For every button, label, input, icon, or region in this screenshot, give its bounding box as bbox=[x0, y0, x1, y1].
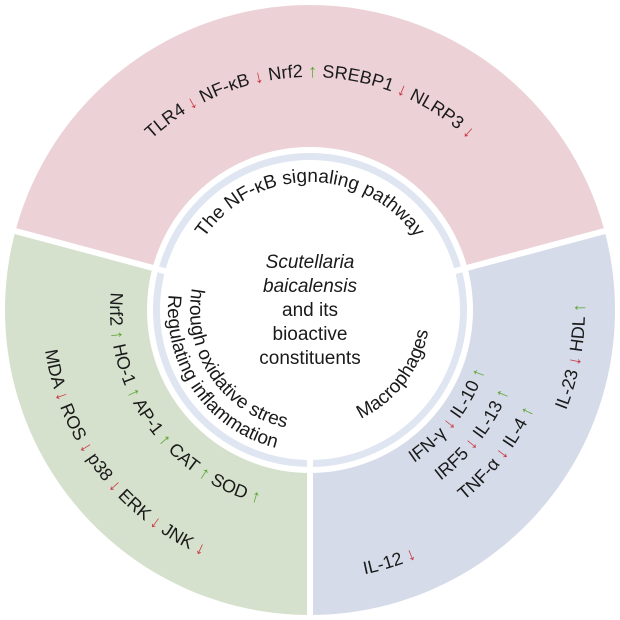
center-line-2: baicalensis bbox=[263, 276, 357, 297]
up-arrow-icon: ↑ bbox=[107, 329, 128, 341]
center-circle-group: Scutellaria baicalensis and its bioactiv… bbox=[160, 160, 460, 460]
up-arrow-icon: ↑ bbox=[308, 61, 317, 81]
down-arrow-icon: ↓ bbox=[252, 66, 265, 87]
outer-sector-oxidative bbox=[5, 231, 311, 616]
up-arrow-icon: ↑ bbox=[569, 303, 589, 312]
outer-ring bbox=[5, 4, 615, 616]
down-arrow-icon: ↓ bbox=[564, 354, 585, 367]
ring-separator bbox=[147, 147, 473, 473]
outer-sector-macrophages bbox=[310, 231, 615, 616]
macrophage-marker-row-1: IL-23 ↓ HDL ↑ bbox=[551, 303, 589, 412]
marker-hdl: HDL bbox=[565, 312, 589, 358]
marker-nrf2: Nrf2 bbox=[106, 292, 127, 332]
center-line-4: bioactive bbox=[273, 324, 348, 345]
center-circle bbox=[160, 160, 460, 460]
outer-sector-nf-kb bbox=[15, 4, 605, 269]
center-line-1: Scutellaria bbox=[266, 252, 355, 273]
center-line-3: and its bbox=[282, 300, 338, 321]
center-line-5: constituents bbox=[259, 348, 360, 369]
